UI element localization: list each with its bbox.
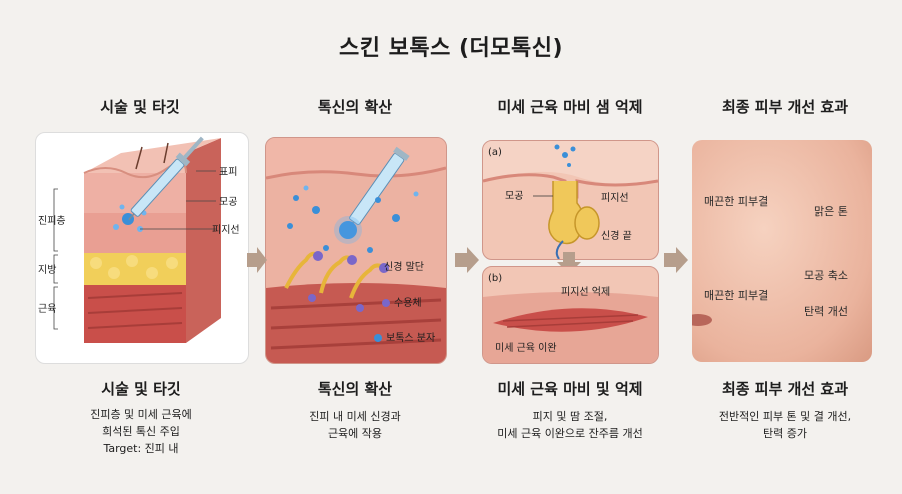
panel-gland-suppression: (a) 모공 피지선 신경 끝 [482, 140, 659, 260]
down-arrow-icon [557, 252, 581, 274]
step4-caption: 전반적인 피부 톤 및 결 개선, 탄력 증가 [680, 408, 890, 442]
panel-toxin-diffusion: 신경 말단 수용체 보톡스 분자 [265, 137, 447, 364]
label-nerve-ending: 신경 말단 [384, 260, 424, 273]
arrow-right-icon [455, 247, 479, 273]
label-clear-tone: 맑은 톤 [814, 205, 848, 218]
arrow-right-icon [664, 247, 688, 273]
arrow-right-icon [247, 247, 267, 273]
label-smooth-texture-1: 매끈한 피부결 [704, 195, 769, 208]
step1-caption-title: 시술 및 타깃 [101, 380, 181, 398]
caption-line: 근육에 작용 [327, 427, 383, 440]
label-nerve-end: 신경 끝 [601, 229, 632, 242]
caption-line: Target: 진피 내 [103, 442, 179, 455]
step2-caption: 진피 내 미세 신경과 근육에 작용 [255, 408, 455, 442]
label-muscle: 근육 [38, 303, 56, 315]
lip-edge [692, 314, 712, 326]
step3-caption-title: 미세 근육 마비 및 억제 [497, 380, 643, 398]
panel-final-result: 매끈한 피부결 맑은 톤 매끈한 피부결 모공 축소 탄력 개선 [692, 140, 872, 362]
caption-line: 희석된 톡신 주입 [102, 425, 180, 438]
face-illustration [692, 314, 712, 326]
caption-line: 진피 내 미세 신경과 [309, 410, 401, 423]
caption-line: 탄력 증가 [763, 427, 807, 440]
step1-heading: 시술 및 타깃 [100, 98, 180, 116]
panel-injection-target: 표피 모공 피지선 진피층 지방 근육 [35, 132, 249, 364]
label-elasticity: 탄력 개선 [804, 305, 848, 318]
label-epidermis: 표피 [219, 166, 237, 178]
step2-caption-title: 톡신의 확산 [317, 380, 393, 398]
label-pore-reduction: 모공 축소 [804, 269, 848, 282]
step4-heading: 최종 피부 개선 효과 [721, 98, 849, 116]
label-sebaceous-gland: 피지선 [212, 224, 240, 236]
label-sebaceous-a: 피지선 [601, 192, 629, 204]
main-title: 스킨 보톡스 (더모톡신) [338, 36, 564, 61]
label-pore-a: 모공 [505, 190, 523, 202]
gland-illustration: (a) 모공 피지선 신경 끝 [483, 141, 658, 259]
panel-muscle-relax: (b) 피지선 억제 미세 근육 이완 [482, 266, 659, 364]
label-receptor: 수용체 [394, 297, 422, 309]
muscle-illustration: (b) 피지선 억제 미세 근육 이완 [483, 273, 658, 363]
label-botox-molecule: 보톡스 분자 [386, 332, 435, 344]
label-smooth-texture-2: 매끈한 피부결 [704, 289, 769, 302]
label-dermis: 진피층 [38, 215, 66, 227]
caption-line: 피지 및 땀 조절, [532, 410, 608, 423]
label-muscle-relax: 미세 근육 이완 [495, 342, 557, 354]
skin-layers-illustration: 표피 모공 피지선 진피층 지방 근육 [38, 136, 240, 343]
label-pore: 모공 [219, 196, 237, 208]
label-b: (b) [488, 273, 502, 284]
step3-caption: 피지 및 땀 조절, 미세 근육 이완으로 잔주름 개선 [460, 408, 680, 442]
caption-line: 전반적인 피부 톤 및 결 개선, [718, 410, 852, 423]
caption-line: 미세 근육 이완으로 잔주름 개선 [497, 427, 643, 440]
toxin-diffusion-illustration: 신경 말단 수용체 보톡스 분자 [266, 138, 446, 363]
step1-caption: 진피층 및 미세 근육에 희석된 톡신 주입 Target: 진피 내 [35, 406, 247, 457]
label-fat: 지방 [38, 264, 56, 276]
label-a: (a) [488, 147, 502, 158]
step4-caption-title: 최종 피부 개선 효과 [721, 380, 849, 398]
label-gland-suppression: 피지선 억제 [561, 286, 610, 298]
step3-heading: 미세 근육 마비 샘 억제 [497, 98, 643, 116]
step2-heading: 톡신의 확산 [317, 98, 393, 116]
caption-line: 진피층 및 미세 근육에 [90, 408, 192, 421]
